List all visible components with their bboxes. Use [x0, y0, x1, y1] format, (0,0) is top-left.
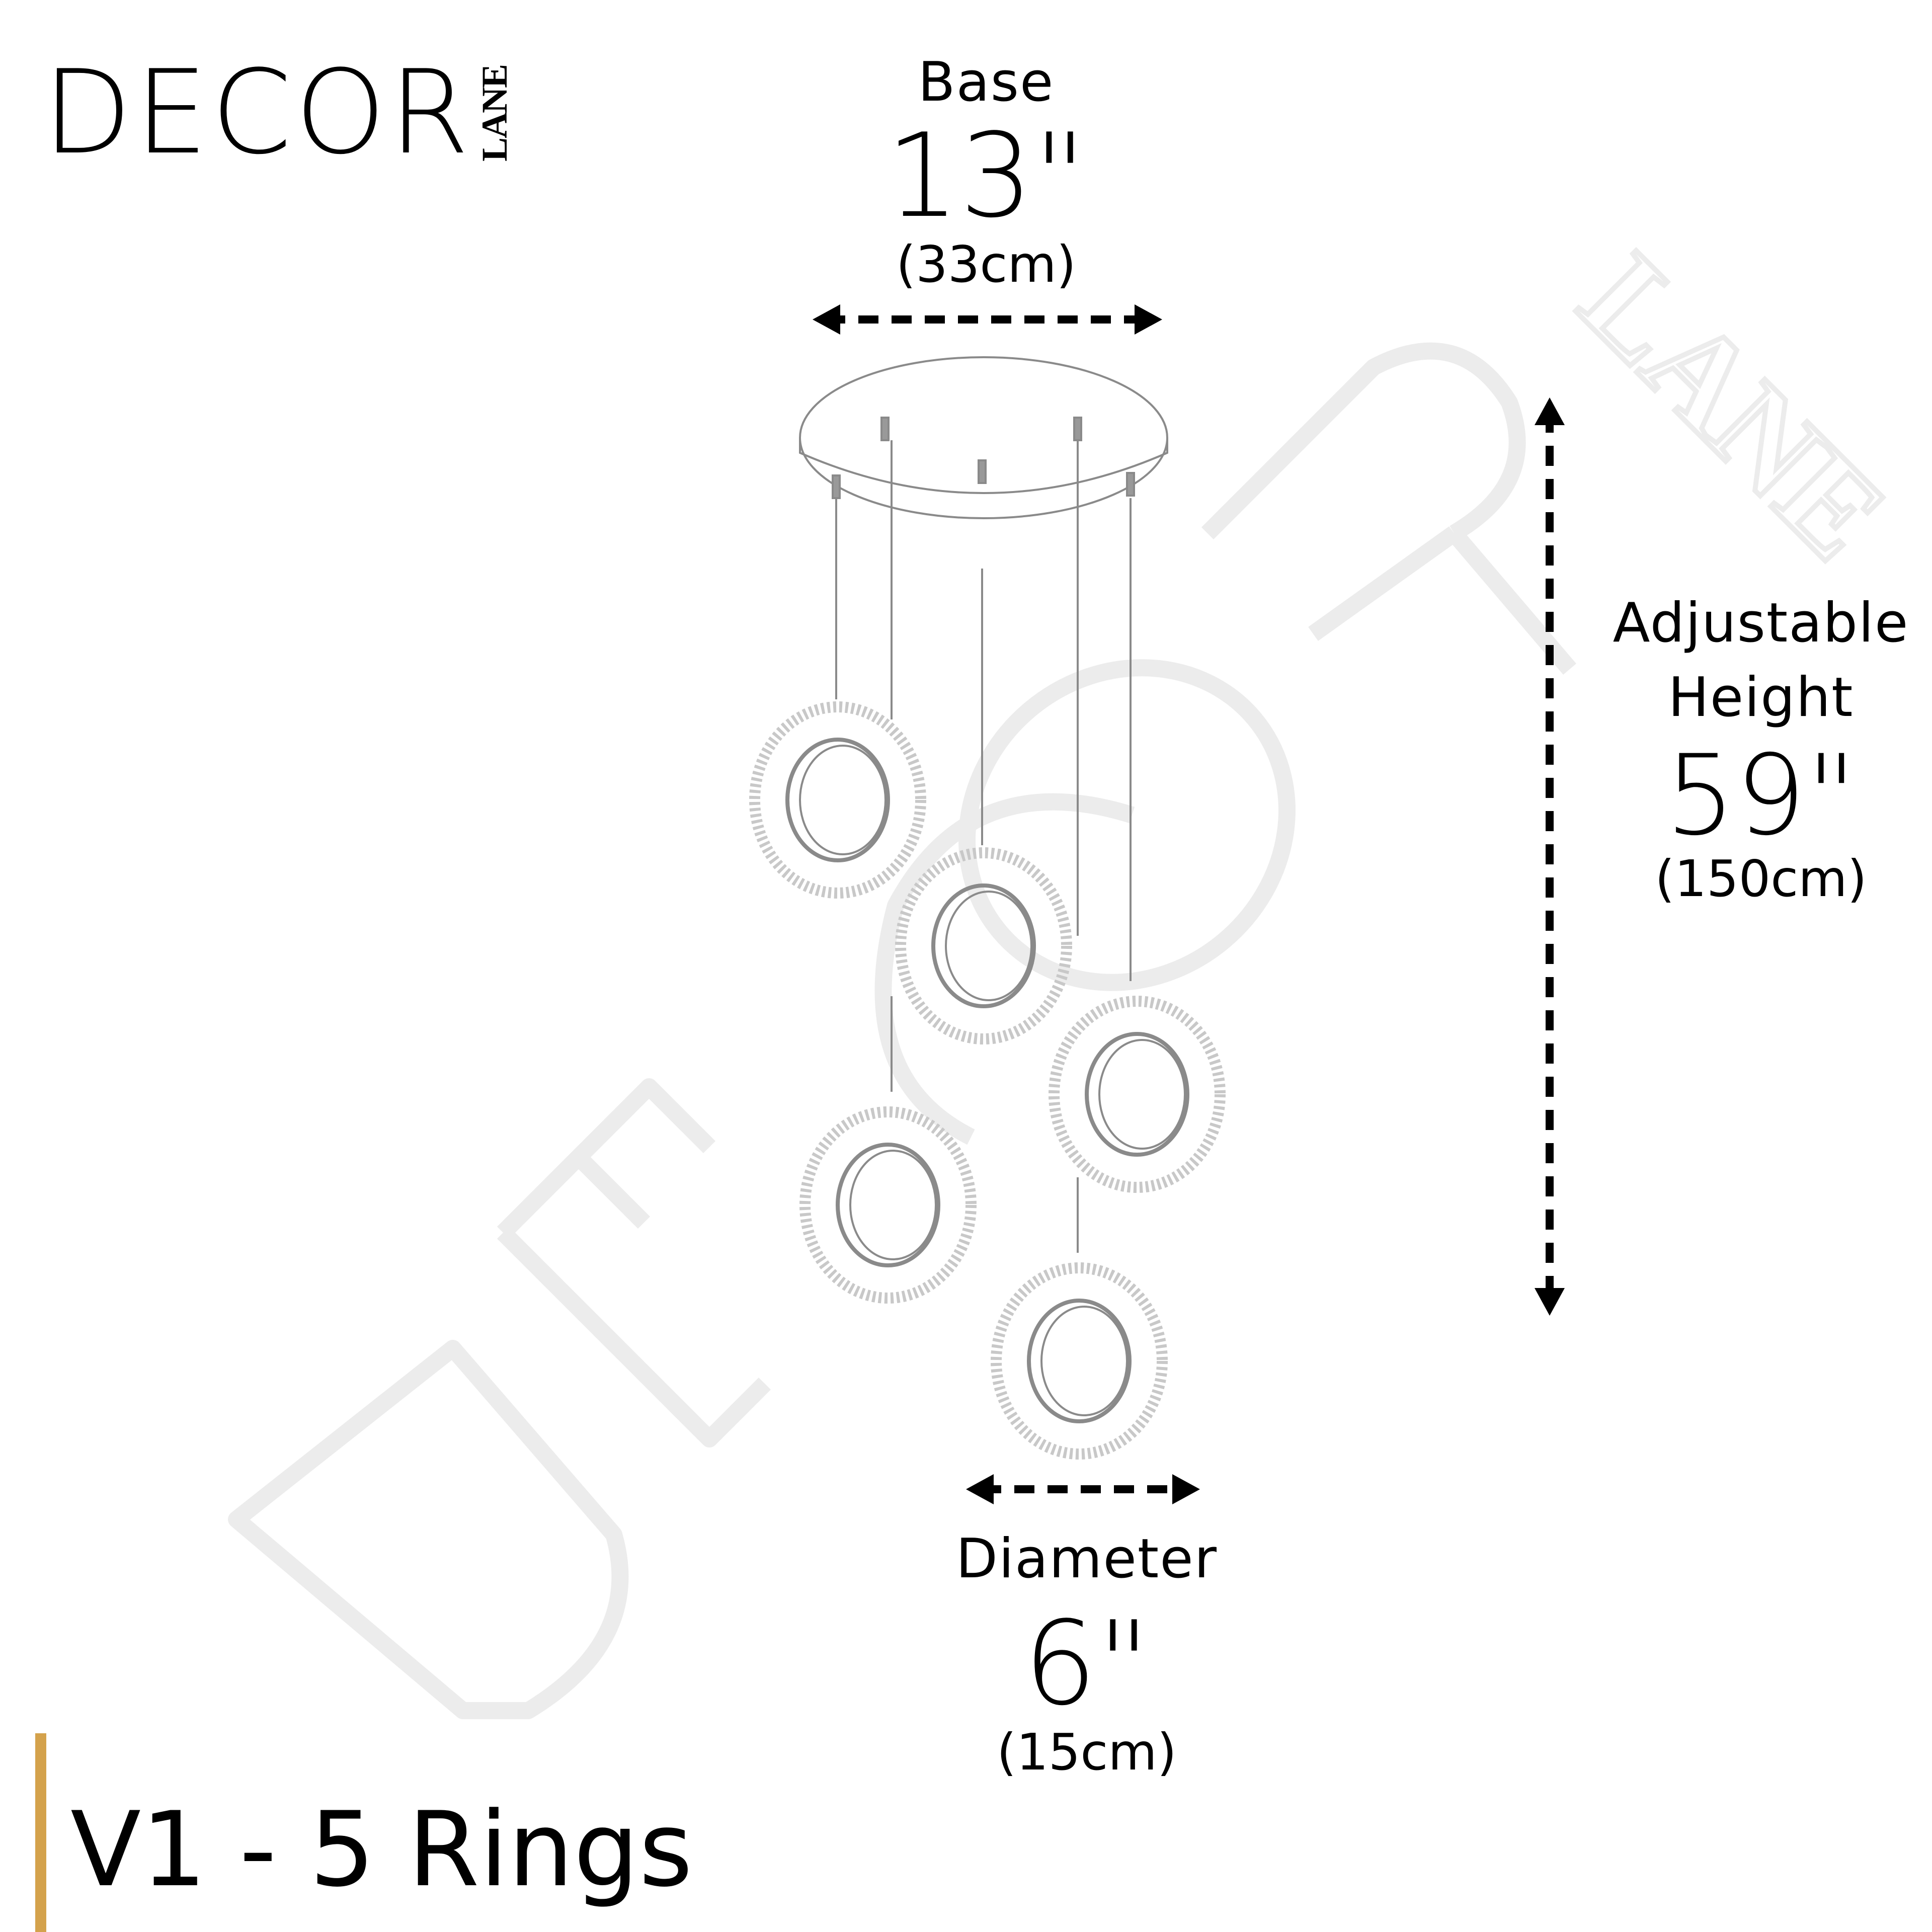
- height-value: 59": [1665, 731, 1857, 860]
- height-arrow-icon: [1535, 397, 1565, 1316]
- base-arrow-icon: [813, 304, 1162, 335]
- diameter-label: Diameter: [955, 1527, 1218, 1590]
- diameter-value: 6": [1023, 1597, 1151, 1731]
- variant-accent-bar: [35, 1733, 46, 1932]
- brand-logo: DECOR LANE: [43, 46, 515, 180]
- base-label: Base: [918, 51, 1055, 114]
- chandelier-icon: [749, 356, 1226, 1460]
- height-label-line2: Height: [1668, 666, 1854, 729]
- height-dimension: Adjustable Height 59" (150cm): [1575, 596, 1932, 904]
- diameter-metric: (15cm): [997, 1723, 1177, 1782]
- diameter-dimension: Diameter 6" (15cm): [931, 1532, 1243, 1778]
- base-dimension: Base 13" (33cm): [855, 55, 1117, 290]
- variant-label: V1 - 5 Rings: [70, 1790, 693, 1910]
- height-label-line1: Adjustable: [1613, 592, 1909, 655]
- height-metric: (150cm): [1655, 849, 1867, 908]
- base-metric: (33cm): [896, 235, 1076, 294]
- brand-name: DECOR: [43, 46, 472, 180]
- base-value: 13": [886, 109, 1087, 244]
- diameter-arrow-icon: [966, 1474, 1200, 1504]
